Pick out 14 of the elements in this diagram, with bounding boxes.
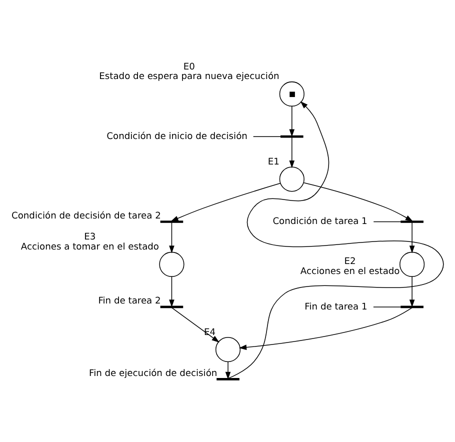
node-label: E2 <box>344 257 356 268</box>
node-label: Acciones en el estado <box>300 266 400 277</box>
node-text: Fin de tarea 1 <box>304 302 368 312</box>
node-label: Fin de tarea 2 <box>98 296 161 307</box>
node-text: Condición de tarea 1 <box>272 217 368 228</box>
node-label: E4 <box>204 328 216 338</box>
node-label: E3 <box>84 232 96 243</box>
node-label: E0 <box>183 62 195 72</box>
node-label: Estado de espera para nueva ejecución <box>99 72 280 82</box>
node-label: Acciones a tomar en el estado <box>20 242 160 253</box>
node-label: E1 <box>268 157 280 168</box>
node-label: Fin de ejecución de decisión <box>88 368 218 379</box>
node-text: Condición de inicio de decisión <box>106 132 248 142</box>
node-label: Condición de decisión de tarea 2 <box>11 211 161 222</box>
